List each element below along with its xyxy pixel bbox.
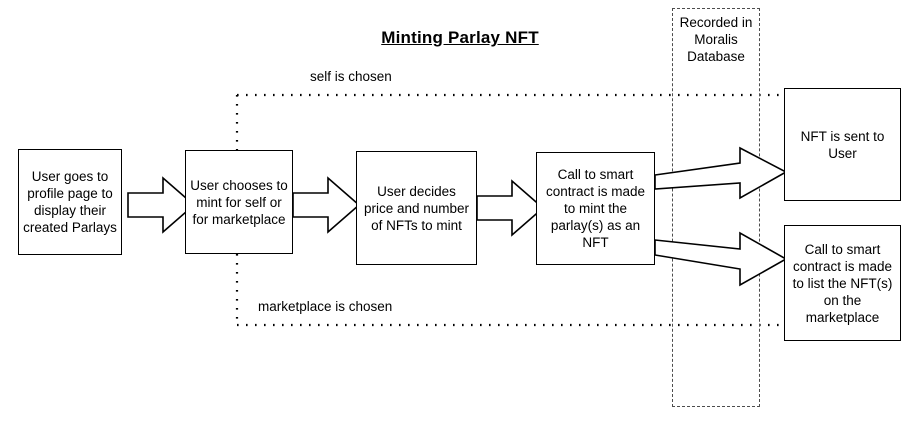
arrow-profile-to-choose xyxy=(127,176,196,234)
node-user-decides-price-label: User decides price and number of NFTs to… xyxy=(363,183,470,233)
region-moralis-database-label: Recorded in Moralis Database xyxy=(679,15,753,64)
branch-label-self: self is chosen xyxy=(310,69,392,84)
arrow-mint-to-nft-user xyxy=(654,146,788,200)
arrow-choose-to-price xyxy=(292,176,361,234)
node-user-chooses-label: User chooses to mint for self or for mar… xyxy=(190,177,288,227)
node-profile-page-label: User goes to profile page to display the… xyxy=(23,169,117,235)
node-mint-contract-call[interactable]: Call to smart contract is made to mint t… xyxy=(536,152,655,265)
node-list-contract-call[interactable]: Call to smart contract is made to list t… xyxy=(784,225,901,341)
arrow-mint-to-list-call xyxy=(654,231,788,287)
node-list-contract-call-label: Call to smart contract is made to list t… xyxy=(792,241,893,325)
node-user-decides-price[interactable]: User decides price and number of NFTs to… xyxy=(356,151,477,265)
node-profile-page[interactable]: User goes to profile page to display the… xyxy=(18,149,122,255)
page-title: Minting Parlay NFT xyxy=(381,28,539,47)
branch-label-marketplace: marketplace is chosen xyxy=(258,299,393,314)
node-user-chooses[interactable]: User chooses to mint for self or for mar… xyxy=(185,150,293,254)
arrow-price-to-mint xyxy=(476,179,545,237)
region-moralis-database xyxy=(672,8,760,407)
node-nft-sent-to-user-label: NFT is sent to User xyxy=(800,128,885,161)
node-mint-contract-call-label: Call to smart contract is made to mint t… xyxy=(545,167,646,250)
node-nft-sent-to-user[interactable]: NFT is sent to User xyxy=(784,88,901,201)
